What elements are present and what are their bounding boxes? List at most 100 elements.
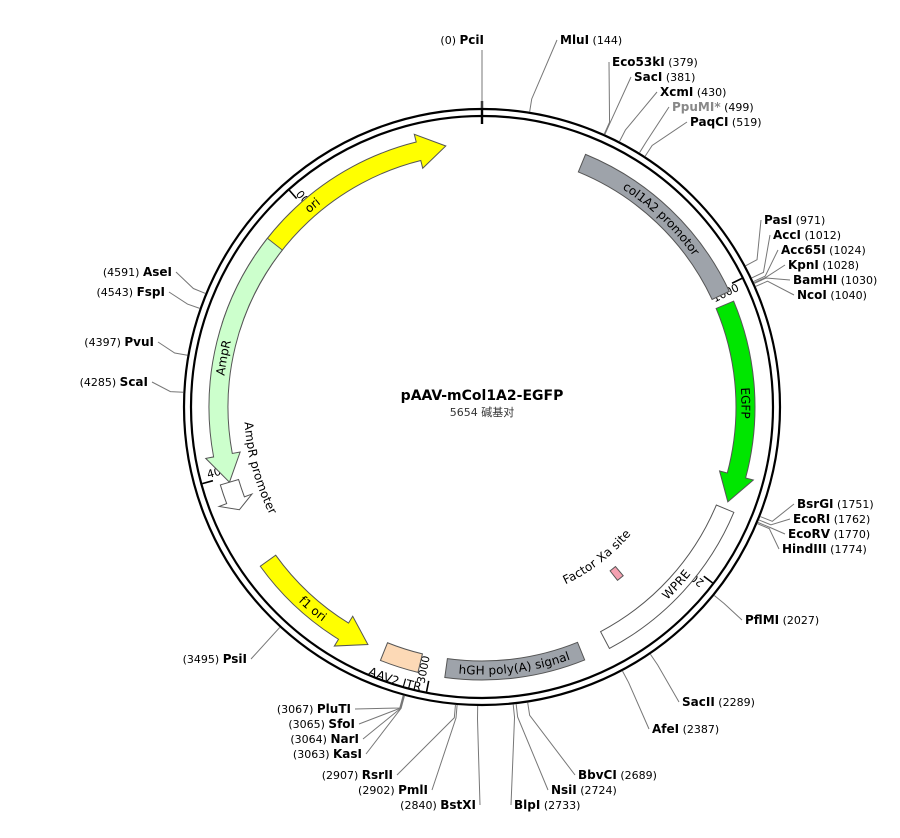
site-position: (1012) bbox=[801, 229, 841, 242]
site-pasi[interactable]: PasI (971) bbox=[745, 213, 826, 267]
site-position: (3063) bbox=[293, 748, 333, 761]
plasmid-size: 5654 碱基对 bbox=[450, 405, 515, 419]
tick-marks: 10002000300040005000 bbox=[202, 187, 743, 692]
plasmid-backbone bbox=[182, 101, 782, 707]
tick-2000 bbox=[703, 575, 714, 584]
site-blpi[interactable]: BlpI (2733) bbox=[510, 704, 580, 812]
site-rsrii[interactable]: (2907) RsrII bbox=[322, 704, 456, 782]
site-name: SacII bbox=[682, 695, 715, 709]
site-nsii[interactable]: NsiI (2724) bbox=[515, 703, 617, 797]
site-label-ecorv: EcoRV (1770) bbox=[788, 527, 870, 541]
tick-4000 bbox=[202, 479, 214, 485]
site-leader-saci bbox=[604, 76, 632, 135]
site-leader-nsii bbox=[515, 703, 549, 791]
site-pvui[interactable]: (4397) PvuI bbox=[84, 335, 188, 356]
site-name: KpnI bbox=[788, 258, 819, 272]
site-asei[interactable]: (4591) AseI bbox=[103, 265, 206, 294]
site-name: PpuMI* bbox=[672, 100, 721, 114]
site-ecorv[interactable]: EcoRV (1770) bbox=[757, 521, 870, 541]
site-label-eco53ki: Eco53kI (379) bbox=[612, 55, 698, 69]
site-leader-nari bbox=[362, 695, 405, 740]
site-leader-bsrgi bbox=[760, 503, 795, 522]
site-psii[interactable]: (3495) PsiI bbox=[183, 626, 281, 666]
site-name: BbvCI bbox=[578, 768, 617, 782]
site-position: (2840) bbox=[400, 799, 440, 812]
site-position: (381) bbox=[662, 71, 695, 84]
site-bbvci[interactable]: BbvCI (2689) bbox=[527, 702, 657, 782]
site-label-psii: (3495) PsiI bbox=[183, 652, 247, 666]
site-sfoi[interactable]: (3065) SfoI bbox=[288, 695, 405, 731]
site-leader-xcmi bbox=[619, 91, 658, 142]
site-ecori[interactable]: EcoRI (1762) bbox=[758, 512, 870, 526]
site-acc65i[interactable]: Acc65I (1024) bbox=[753, 243, 866, 283]
site-label-bstxi: (2840) BstXI bbox=[400, 798, 476, 812]
feature-hgh-poly-a-signal[interactable] bbox=[444, 641, 586, 681]
site-leader-ecorv bbox=[757, 521, 786, 535]
site-label-ncoi: NcoI (1040) bbox=[797, 288, 867, 302]
site-name: HindIII bbox=[782, 542, 827, 556]
site-saci[interactable]: SacI (381) bbox=[604, 70, 696, 135]
site-position: (2902) bbox=[358, 784, 398, 797]
site-name: PciI bbox=[460, 33, 485, 47]
site-bstxi[interactable]: (2840) BstXI bbox=[400, 705, 481, 812]
feature-aav2-itr[interactable] bbox=[379, 642, 424, 673]
site-label-pmli: (2902) PmlI bbox=[358, 783, 428, 797]
site-label-ecori: EcoRI (1762) bbox=[793, 512, 870, 526]
feature-egfp[interactable] bbox=[715, 300, 756, 503]
site-mlui[interactable]: MluI (144) bbox=[529, 33, 622, 112]
site-pmli[interactable]: (2902) PmlI bbox=[358, 704, 458, 797]
site-name: NcoI bbox=[797, 288, 827, 302]
site-name: SacI bbox=[634, 70, 662, 84]
site-position: (3495) bbox=[183, 653, 223, 666]
site-name: PmlI bbox=[398, 783, 428, 797]
feature-ori[interactable] bbox=[221, 133, 447, 330]
site-leader-psii bbox=[250, 626, 281, 660]
site-label-kasi: (3063) KasI bbox=[293, 747, 362, 761]
site-label-sacii: SacII (2289) bbox=[682, 695, 755, 709]
site-leader-asei bbox=[175, 271, 206, 294]
site-pluti[interactable]: (3067) PluTI bbox=[277, 695, 404, 716]
site-hindiii[interactable]: HindIII (1774) bbox=[757, 523, 867, 556]
site-leader-bamhi bbox=[754, 277, 791, 284]
feature-factor-xa-site[interactable] bbox=[609, 565, 624, 582]
feature-f1-ori[interactable] bbox=[259, 554, 369, 647]
feature-label-text: AmpR promoter bbox=[242, 421, 280, 516]
site-position: (499) bbox=[721, 101, 754, 114]
site-eco53ki[interactable]: Eco53kI (379) bbox=[603, 55, 698, 135]
site-scai[interactable]: (4285) ScaI bbox=[80, 375, 184, 393]
site-label-pflmi: PflMI (2027) bbox=[745, 613, 819, 627]
site-acci[interactable]: AccI (1012) bbox=[751, 228, 841, 279]
tick-1000 bbox=[731, 277, 743, 284]
site-xcmi[interactable]: XcmI (430) bbox=[619, 85, 727, 142]
site-leader-acci bbox=[751, 234, 771, 279]
site-sacii[interactable]: SacII (2289) bbox=[649, 653, 755, 709]
site-ncoi[interactable]: NcoI (1040) bbox=[755, 280, 867, 302]
site-afei[interactable]: AfeI (2387) bbox=[622, 670, 719, 736]
site-ppumi[interactable]: PpuMI* (499) bbox=[639, 100, 754, 154]
site-leader-pluti bbox=[354, 695, 404, 710]
site-name: NsiI bbox=[551, 783, 577, 797]
site-label-pasi: PasI (971) bbox=[764, 213, 825, 227]
site-kpni[interactable]: KpnI (1028) bbox=[753, 258, 859, 284]
feature-ampr-promoter[interactable] bbox=[217, 478, 254, 511]
site-leader-afei bbox=[622, 670, 650, 730]
site-bsrgi[interactable]: BsrGI (1751) bbox=[760, 497, 874, 522]
site-position: (2027) bbox=[779, 614, 819, 627]
site-name: ScaI bbox=[120, 375, 148, 389]
site-paqci[interactable]: PaqCI (519) bbox=[644, 115, 762, 157]
site-pflmi[interactable]: PflMI (2027) bbox=[713, 595, 819, 627]
feature-label-egfp: EGFP bbox=[738, 387, 753, 419]
feature-label-text: Factor Xa site bbox=[560, 527, 633, 587]
site-position: (0) bbox=[440, 34, 459, 47]
feature-wpre[interactable] bbox=[599, 504, 735, 650]
site-fspi[interactable]: (4543) FspI bbox=[97, 285, 200, 309]
feature-col1a2-promotor[interactable] bbox=[577, 153, 730, 301]
site-kasi[interactable]: (3063) KasI bbox=[293, 695, 405, 761]
site-leader-pflmi bbox=[713, 595, 743, 621]
feature-label-factor-xa-site: Factor Xa site bbox=[560, 527, 633, 587]
site-position: (4543) bbox=[97, 286, 137, 299]
site-pcii[interactable]: (0) PciI bbox=[440, 33, 484, 108]
feature-label-text: EGFP bbox=[738, 387, 753, 419]
site-bamhi[interactable]: BamHI (1030) bbox=[754, 273, 877, 287]
feature-ampr[interactable] bbox=[204, 237, 284, 484]
